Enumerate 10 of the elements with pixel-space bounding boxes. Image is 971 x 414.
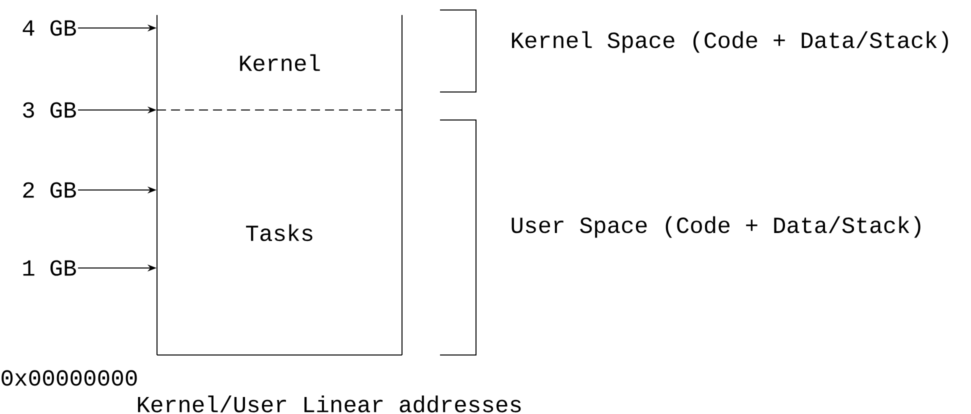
address-label: 2 GB xyxy=(23,182,76,198)
memory-region: Tasks xyxy=(156,110,402,356)
address-label: 1 GB xyxy=(23,260,76,276)
caption: Kernel/User Linear addresses xyxy=(138,396,521,412)
annotation: User Space (Code + Data/Stack) xyxy=(512,216,920,238)
memory-region: Kernel xyxy=(156,14,402,110)
address-label: 4 GB xyxy=(22,20,76,36)
annotation: 0x00000000 xyxy=(2,370,137,386)
annotation: Kernel Space (Code + Data/Stack) xyxy=(512,31,948,53)
address-label: 3 GB xyxy=(23,102,76,118)
